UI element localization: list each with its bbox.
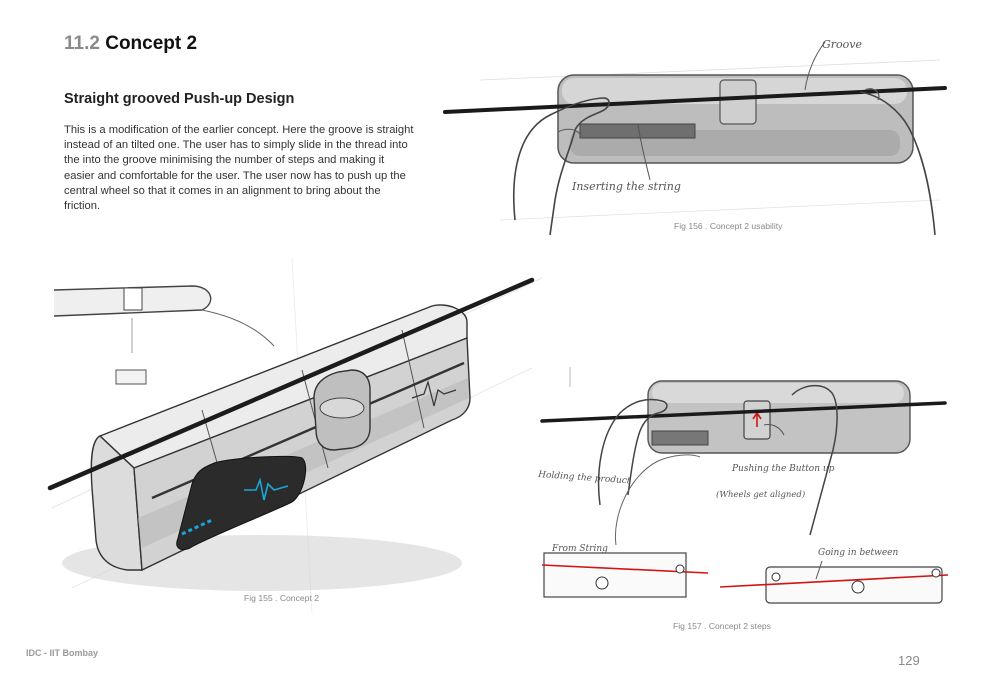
fig-157-annotation-wheel: (Wheels get aligned)	[716, 489, 805, 500]
fig-157-sketch: Holding the product Pushing the Button u…	[537, 367, 949, 604]
fig-157-annotation-string: From String	[551, 544, 608, 554]
fig-156-sketch: Groove Inserting the string	[443, 38, 947, 236]
section-number: 11.2	[64, 33, 100, 54]
fig-156-annotation-groove: Groove	[822, 38, 863, 51]
fig-157-caption: Fig 157 . Concept 2 steps	[673, 621, 771, 631]
fig-156-caption: Fig 156 . Concept 2 usability	[674, 221, 783, 231]
fig-157-annotation-holding: Holding the product	[537, 470, 631, 487]
fig-157-annotation-going: Going in between	[818, 548, 899, 558]
section-title-text: Concept 2	[105, 33, 198, 54]
page-number: 129	[898, 653, 920, 668]
section-title: 11.2 Concept 2	[64, 33, 197, 55]
fig-155-render	[47, 257, 543, 614]
fig-156-annotation-inserting: Inserting the string	[571, 180, 681, 193]
subheading: Straight grooved Push-up Design	[64, 91, 295, 107]
footer-institution: IDC - IIT Bombay	[26, 648, 99, 658]
body-paragraph: This is a modification of the earlier co…	[64, 124, 414, 213]
fig-155-caption: Fig 155 . Concept 2	[244, 593, 320, 603]
fig-157-annotation-pushing: Pushing the Button up	[731, 464, 835, 474]
